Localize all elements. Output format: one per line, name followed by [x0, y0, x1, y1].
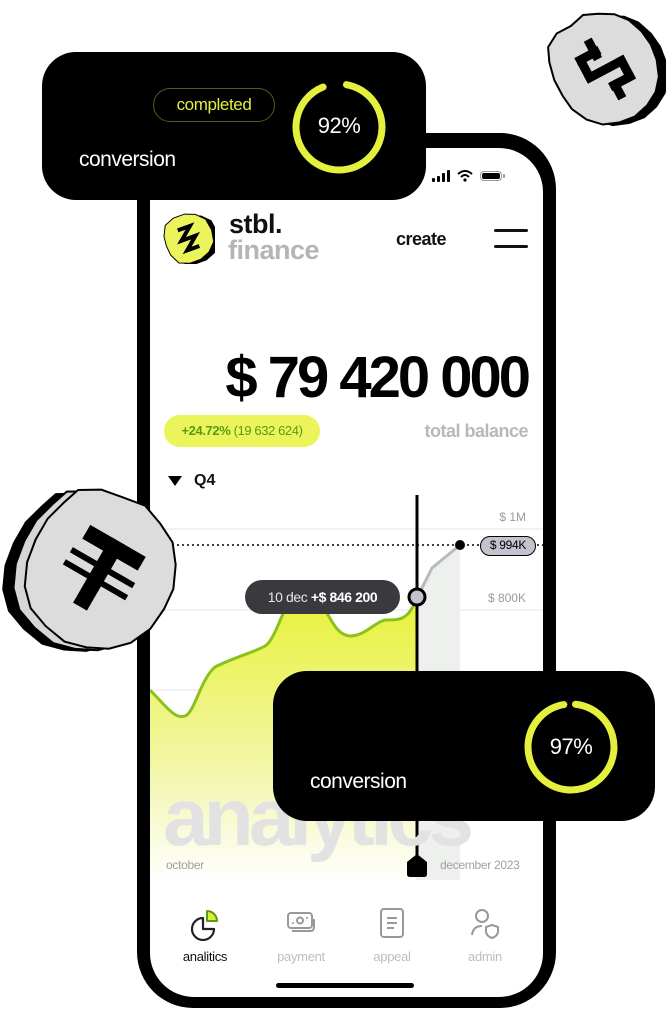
tether-coin-icon: [2, 488, 177, 652]
total-balance-amount: $ 79 420 000: [225, 345, 531, 410]
x-label-start: october: [166, 858, 204, 872]
completed-badge: completed: [153, 88, 275, 122]
logo-coin-icon: [163, 213, 215, 264]
wifi-icon: [457, 170, 473, 182]
nav-item-analitics[interactable]: analitics: [165, 907, 245, 964]
period-selector[interactable]: Q4: [168, 472, 215, 490]
triangle-down-icon: [168, 476, 182, 486]
brand-name-line2: finance: [228, 235, 320, 265]
balance-change-badge: +24.72% (19 632 624): [164, 415, 320, 447]
signal-icon: [432, 170, 450, 182]
document-icon: [380, 908, 404, 938]
oct-card-title: OCT: [310, 709, 371, 742]
change-percent: +24.72%: [181, 423, 231, 438]
pie-chart-icon: [190, 910, 218, 941]
brand-name-line1: stbl.: [229, 209, 283, 239]
change-value: (19 632 624): [233, 423, 303, 438]
p2p-card-subtitle: conversion: [79, 148, 176, 171]
current-value-pill: $ 994K: [480, 536, 536, 556]
create-button[interactable]: create: [396, 229, 447, 249]
p2p-card-title: P2P: [79, 88, 134, 121]
battery-icon: [480, 171, 505, 181]
y-tick-1m: $ 1M: [499, 510, 526, 524]
y-tick-800k: $ 800K: [487, 591, 526, 605]
nav-label: appeal: [373, 949, 411, 964]
oct-progress-ring: [524, 700, 618, 794]
scrubber-handle[interactable]: [407, 854, 427, 877]
status-bar: [432, 170, 505, 182]
tooltip-date: 10 dec: [267, 589, 308, 605]
chart-tooltip: 10 dec +$ 846 200: [245, 580, 400, 614]
p2p-progress-ring: [292, 80, 386, 174]
home-indicator[interactable]: [276, 983, 414, 988]
nav-label: payment: [277, 949, 325, 964]
hamburger-menu-icon[interactable]: [494, 229, 528, 251]
user-shield-icon: [471, 909, 499, 939]
dollar-coin-icon: [547, 12, 666, 127]
nav-label: admin: [468, 949, 502, 964]
nav-item-payment[interactable]: payment: [261, 907, 341, 964]
nav-item-admin[interactable]: admin: [445, 907, 525, 964]
nav-item-appeal[interactable]: appeal: [352, 907, 432, 964]
x-label-end: december 2023: [440, 858, 520, 872]
period-label: Q4: [194, 472, 216, 489]
tooltip-value: +$ 846 200: [310, 589, 378, 605]
oct-card-subtitle: conversion: [310, 770, 407, 793]
p2p-percent: 92%: [317, 113, 361, 138]
total-balance-label: total balance: [424, 421, 528, 441]
nav-label: analitics: [182, 949, 228, 964]
cash-icon: [287, 912, 315, 932]
p2p-conversion-card: [42, 52, 426, 200]
oct-conversion-card: [273, 671, 655, 821]
oct-percent: 97%: [549, 734, 593, 759]
